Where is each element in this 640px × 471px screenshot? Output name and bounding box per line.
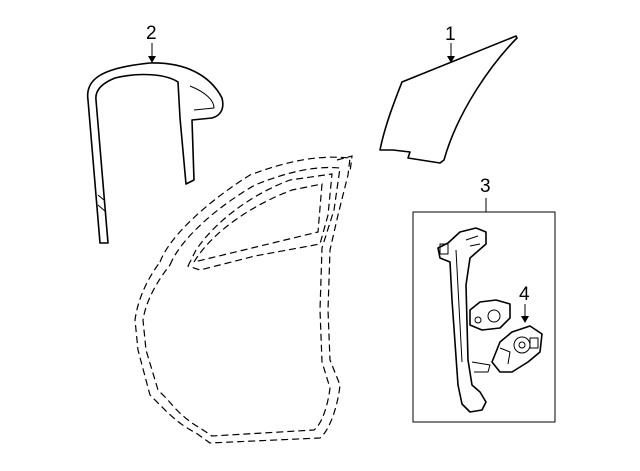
door-shell-outline xyxy=(134,155,353,444)
glass-run-channel-icon[interactable] xyxy=(86,62,224,244)
callout-4-arrow xyxy=(521,316,529,323)
window-regulator-icon[interactable] xyxy=(437,227,511,413)
callout-1-arrow xyxy=(447,56,455,63)
callout-4-label[interactable]: 4 xyxy=(519,284,530,305)
door-glass-icon[interactable] xyxy=(379,35,518,164)
callout-3-group[interactable]: 3 xyxy=(412,176,556,423)
regulator-motor-icon[interactable] xyxy=(491,325,543,373)
callout-1-label[interactable]: 1 xyxy=(445,24,456,45)
callout-3-label[interactable]: 3 xyxy=(480,176,491,197)
callout-2-group[interactable]: 2 xyxy=(146,23,157,63)
callout-4-group[interactable]: 4 xyxy=(519,284,530,323)
callout-2-arrow xyxy=(148,56,156,63)
callout-1-group[interactable]: 1 xyxy=(445,24,456,63)
callout-2-label[interactable]: 2 xyxy=(146,23,157,44)
regulator-box xyxy=(412,211,556,423)
